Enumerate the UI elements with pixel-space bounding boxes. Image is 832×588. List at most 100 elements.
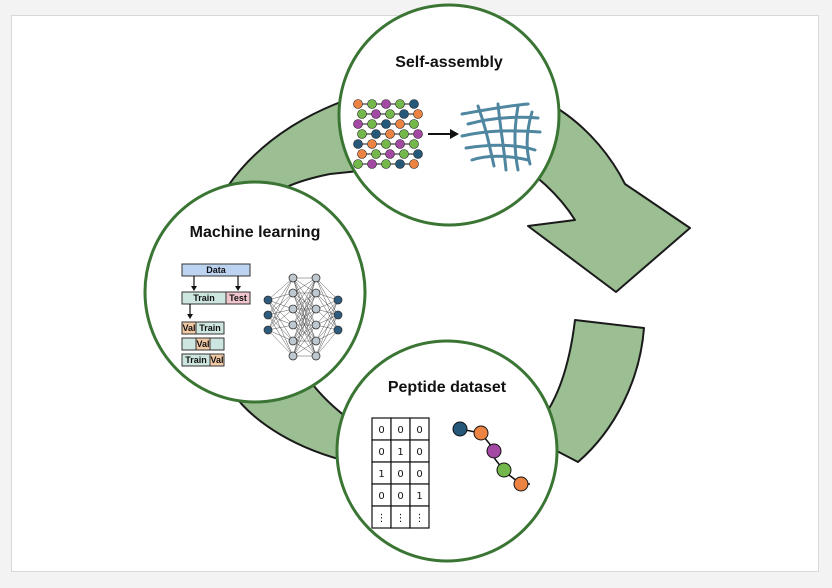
monomer-bead: [413, 149, 423, 159]
monomer-bead: [399, 109, 409, 119]
matrix-value: ⋮: [396, 513, 406, 524]
monomer-bead: [385, 109, 395, 119]
monomer-bead: [385, 149, 395, 159]
cycle-arrow-right: [527, 319, 645, 463]
nn-edge: [315, 299, 339, 342]
nn-edge: [292, 277, 317, 342]
nn-edge: [292, 308, 317, 357]
monomer-bead: [367, 99, 377, 109]
peptide-dataset-title: Peptide dataset: [388, 379, 507, 396]
nn-node: [288, 336, 298, 346]
matrix-value: 1: [397, 447, 403, 458]
monomer-bead: [381, 99, 391, 109]
nn-node: [333, 310, 343, 320]
nn-node: [263, 325, 273, 335]
matrix-value: ⋮: [377, 513, 387, 524]
monomer-bead: [353, 119, 363, 129]
nn-edge: [267, 329, 294, 342]
matrix-value: 0: [416, 447, 422, 458]
nn-edge: [315, 314, 339, 357]
matrix-cell: [409, 505, 430, 529]
nn-edge: [267, 314, 294, 342]
monomer-bead: [357, 109, 367, 119]
monomer-bead: [357, 129, 367, 139]
monomer-bead: [371, 129, 381, 139]
nn-node: [333, 325, 343, 335]
matrix-value: 0: [378, 491, 384, 502]
nn-node: [263, 310, 273, 320]
matrix-value: 0: [378, 425, 384, 436]
nn-node: [311, 351, 321, 361]
monomer-bead: [381, 119, 391, 129]
assembly-arrow-icon: [428, 129, 459, 139]
nn-edge: [267, 299, 294, 342]
nn-node: [288, 351, 298, 361]
nn-edge: [315, 329, 339, 357]
fiber-network-icon: [460, 102, 542, 172]
nn-edge: [315, 299, 339, 357]
monomer-bead: [409, 159, 419, 169]
nn-edge: [292, 277, 317, 294]
nn-edge: [267, 308, 294, 331]
test-box-label: Test: [229, 293, 247, 303]
monomer-bead: [381, 159, 391, 169]
nn-node: [263, 295, 273, 305]
monomer-bead: [353, 159, 363, 169]
nn-edge: [292, 292, 317, 357]
nn-node: [288, 304, 298, 314]
monomer-bead: [409, 119, 419, 129]
monomer-bead: [385, 129, 395, 139]
fold-3-val: Val: [210, 355, 223, 365]
fold-1-train: Train: [199, 323, 221, 333]
nn-edge: [315, 292, 339, 331]
nn-edge: [292, 277, 317, 326]
nn-edge: [267, 277, 294, 316]
monomer-bead: [413, 129, 423, 139]
nn-edge: [267, 299, 294, 326]
monomer-bead: [367, 119, 377, 129]
nn-edge: [315, 308, 339, 331]
nn-node: [311, 288, 321, 298]
nn-edge: [292, 324, 317, 357]
machine-learning-title: Machine learning: [190, 224, 321, 241]
nn-edge: [267, 277, 294, 301]
cross-validation-diagram: Data Train Test Val Train Val Train Val: [181, 263, 251, 367]
data-box-label: Data: [206, 265, 227, 275]
matrix-value: 0: [416, 425, 422, 436]
monomer-bead: [395, 139, 405, 149]
nn-edge: [292, 340, 317, 357]
monomer-bead: [395, 119, 405, 129]
nn-node: [311, 320, 321, 330]
nn-node: [288, 320, 298, 330]
nn-edge: [267, 277, 294, 331]
matrix-value: 0: [397, 491, 403, 502]
train-box-label: Train: [193, 293, 215, 303]
monomer-bead: [399, 129, 409, 139]
self-assembly-title: Self-assembly: [395, 54, 503, 71]
monomer-bead: [381, 139, 391, 149]
monomer-bead: [371, 109, 381, 119]
fold-2-val: Val: [196, 339, 209, 349]
matrix-value: 0: [416, 469, 422, 480]
monomer-bead: [399, 149, 409, 159]
nn-edge: [315, 277, 339, 301]
nn-node: [311, 336, 321, 346]
monomer-bead: [367, 139, 377, 149]
monomer-bead: [395, 159, 405, 169]
monomer-bead: [409, 139, 419, 149]
nn-edge: [267, 329, 294, 357]
nn-node: [311, 273, 321, 283]
neural-network-icon: [263, 273, 343, 361]
self-assembly-stage: Self-assembly: [337, 3, 561, 227]
monomer-bead: [413, 109, 423, 119]
monomer-bead: [353, 139, 363, 149]
nn-node: [333, 295, 343, 305]
matrix-value: ⋮: [415, 513, 425, 524]
fold-3-train: Train: [185, 355, 207, 365]
nn-edge: [315, 299, 339, 326]
peptide-monomer-grid: [353, 99, 423, 169]
fold-1-val: Val: [182, 323, 195, 333]
